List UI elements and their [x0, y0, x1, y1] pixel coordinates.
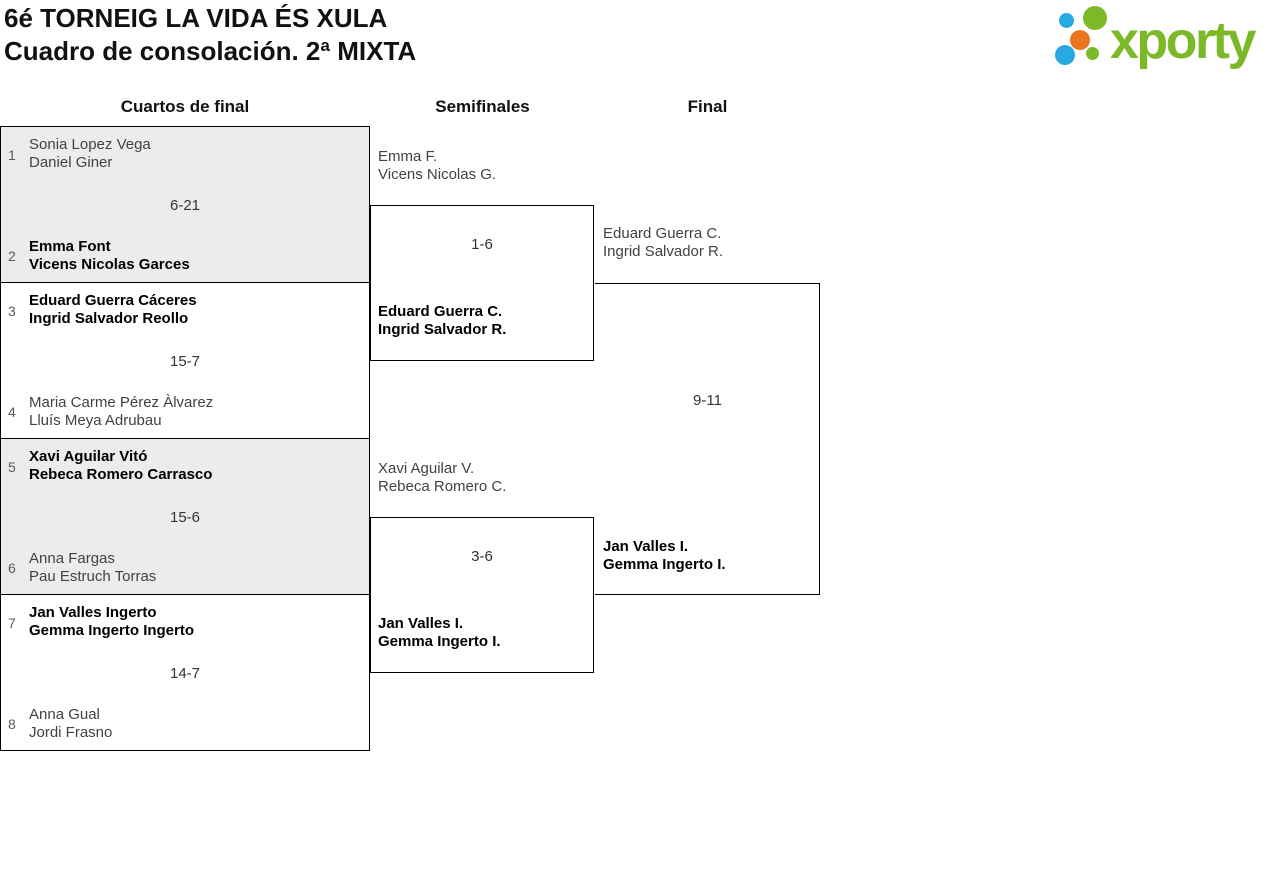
team-pair: Emma F. Vicens Nicolas G. [378, 148, 496, 184]
player-name: Vicens Nicolas Garces [29, 256, 190, 273]
player-name: Jan Valles Ingerto [29, 604, 157, 621]
player-name: Jordi Frasno [29, 724, 113, 741]
player-name: Maria Carme Pérez Àlvarez [29, 394, 214, 411]
player-name: Sonia Lopez Vega [29, 136, 151, 153]
player-name: Xavi Aguilar Vitó [29, 448, 148, 465]
page-title: 6é TORNEIG LA VIDA ÉS XULA [4, 3, 388, 33]
match-qf1: 1 Sonia Lopez Vega Daniel Giner 6-21 2 E… [0, 126, 370, 283]
match-qf4: 7 Jan Valles Ingerto Gemma Ingerto Inger… [0, 594, 370, 751]
player-name: Emma Font [29, 238, 111, 255]
team-pair: Xavi Aguilar V. Rebeca Romero C. [378, 460, 506, 496]
seed-number: 5 [8, 459, 16, 475]
page-subtitle: Cuadro de consolación. 2ª MIXTA [4, 36, 417, 66]
seed-number: 4 [8, 404, 16, 420]
player-name: Ingrid Salvador R. [603, 243, 724, 260]
team-pair-winner: Xavi Aguilar Vitó Rebeca Romero Carrasco [29, 448, 212, 484]
seed-number: 6 [8, 560, 16, 576]
logo-dot-blue-top-icon [1059, 13, 1074, 28]
team-pair-winner: Jan Valles I. Gemma Ingerto I. [603, 538, 726, 574]
match-sf2-box [370, 517, 594, 673]
match-score: 15-7 [169, 353, 201, 370]
player-name: Ingrid Salvador Reollo [29, 310, 189, 327]
team-pair-winner: Jan Valles I. Gemma Ingerto I. [378, 615, 501, 651]
player-name: Daniel Giner [29, 154, 113, 171]
team-pair: Eduard Guerra C. Ingrid Salvador R. [603, 225, 723, 261]
logo-dot-green-small-icon [1086, 47, 1099, 60]
player-name: Anna Gual [29, 706, 100, 723]
player-name: Eduard Guerra C. [378, 303, 503, 320]
seed-number: 1 [8, 147, 16, 163]
player-name: Ingrid Salvador R. [378, 321, 507, 338]
match-qf2: 3 Eduard Guerra Cáceres Ingrid Salvador … [0, 282, 370, 439]
player-name: Gemma Ingerto I. [603, 556, 726, 573]
player-name: Eduard Guerra Cáceres [29, 292, 197, 309]
match-score: 15-6 [169, 509, 201, 526]
page-header: 6é TORNEIG LA VIDA ÉS XULA Cuadro de con… [4, 2, 416, 68]
seed-number: 7 [8, 615, 16, 631]
match-final-box [595, 283, 820, 595]
xporty-logo[interactable]: xporty [1042, 0, 1280, 75]
player-name: Lluís Meya Adrubau [29, 412, 162, 429]
team-pair: Maria Carme Pérez Àlvarez Lluís Meya Adr… [29, 394, 213, 430]
player-name: Pau Estruch Torras [29, 568, 157, 585]
team-pair: Sonia Lopez Vega Daniel Giner [29, 136, 151, 172]
seed-number: 8 [8, 716, 16, 732]
seed-number: 2 [8, 248, 16, 264]
match-score: 1-6 [471, 236, 493, 253]
match-score: 3-6 [471, 548, 493, 565]
round-header-semifinales: Semifinales [435, 97, 530, 116]
team-pair-winner: Eduard Guerra C. Ingrid Salvador R. [378, 303, 506, 339]
team-pair: Anna Fargas Pau Estruch Torras [29, 550, 156, 586]
logo-dot-green-big-icon [1083, 6, 1107, 30]
player-name: Vicens Nicolas G. [378, 166, 497, 183]
player-name: Jan Valles I. [603, 538, 689, 555]
team-pair-winner: Emma Font Vicens Nicolas Garces [29, 238, 190, 274]
player-name: Xavi Aguilar V. [378, 460, 475, 477]
round-header-cuartos: Cuartos de final [120, 97, 250, 116]
player-name: Rebeca Romero C. [378, 478, 507, 495]
logo-dot-orange-icon [1070, 30, 1090, 50]
match-qf3: 5 Xavi Aguilar Vitó Rebeca Romero Carras… [0, 438, 370, 595]
match-score: 14-7 [169, 665, 201, 682]
player-name: Rebeca Romero Carrasco [29, 466, 213, 483]
team-pair-winner: Eduard Guerra Cáceres Ingrid Salvador Re… [29, 292, 197, 328]
player-name: Anna Fargas [29, 550, 115, 567]
match-score: 9-11 [693, 392, 722, 409]
player-name: Gemma Ingerto Ingerto [29, 622, 195, 639]
player-name: Jan Valles I. [378, 615, 464, 632]
player-name: Gemma Ingerto I. [378, 633, 501, 650]
team-pair: Anna Gual Jordi Frasno [29, 706, 112, 742]
round-header-final: Final [687, 97, 728, 116]
match-score: 6-21 [169, 197, 201, 214]
team-pair-winner: Jan Valles Ingerto Gemma Ingerto Ingerto [29, 604, 194, 640]
xporty-wordmark: xporty [1110, 12, 1256, 70]
seed-number: 3 [8, 303, 16, 319]
logo-dot-blue-bottom-icon [1055, 45, 1075, 65]
player-name: Emma F. [378, 148, 438, 165]
player-name: Eduard Guerra C. [603, 225, 722, 242]
match-sf1-box [370, 205, 594, 361]
